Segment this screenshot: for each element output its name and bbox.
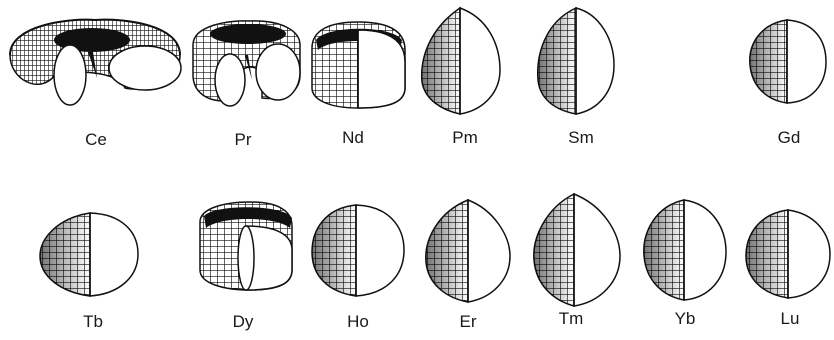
label-ce: Ce [85,130,107,149]
label-sm: Sm [568,128,594,147]
shape-pr [193,21,300,106]
label-dy: Dy [233,312,254,331]
shape-gd [750,20,826,103]
label-tb: Tb [83,312,103,331]
label-pr: Pr [235,130,252,149]
shape-sm [538,8,614,114]
shape-ce [10,20,181,105]
shape-er [426,200,510,302]
label-lu: Lu [781,309,800,328]
shape-pm [422,8,500,114]
label-nd: Nd [342,128,364,147]
shape-nd [312,22,405,108]
shape-tm [534,194,620,306]
shape-dy [200,202,292,290]
label-yb: Yb [675,309,696,328]
shape-ho [312,205,404,296]
label-er: Er [460,312,477,331]
label-pm: Pm [452,128,478,147]
label-tm: Tm [559,309,584,328]
shape-lu [746,210,830,298]
label-ho: Ho [347,312,369,331]
shape-tb [40,213,138,296]
label-gd: Gd [778,128,801,147]
shape-yb [644,200,726,300]
